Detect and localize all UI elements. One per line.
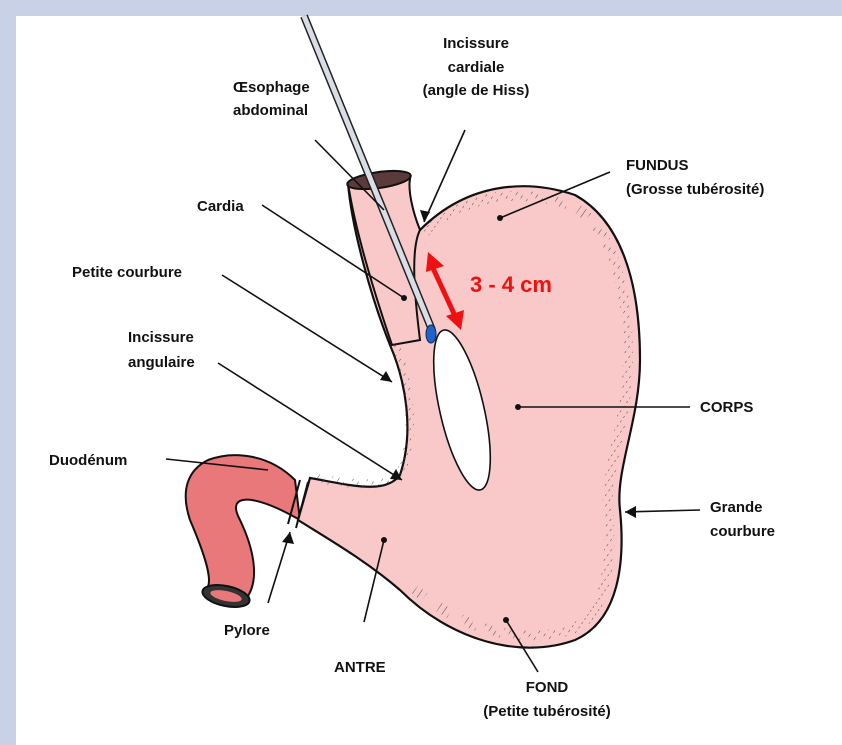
duodenum-shape — [186, 455, 300, 600]
label-grosse-tuberosite: (Grosse tubérosité) — [626, 181, 764, 198]
label-fundus: FUNDUS — [626, 157, 689, 174]
label-petite-courbure: Petite courbure — [72, 264, 182, 281]
probe-marker — [426, 325, 436, 343]
label-antre: ANTRE — [334, 659, 386, 676]
label-grande: Grande — [710, 499, 763, 516]
label-incissure-angulaire-1: Incissure — [128, 329, 194, 346]
label-incissure-cardiale-2: cardiale — [448, 59, 505, 76]
label-duodenum: Duodénum — [49, 452, 127, 469]
label-abdominal: abdominal — [233, 102, 308, 119]
label-incissure-cardiale-1: Incissure — [443, 35, 509, 52]
label-courbure: courbure — [710, 523, 775, 540]
label-fond: FOND — [526, 679, 569, 696]
measurement-label: 3 - 4 cm — [470, 272, 552, 297]
label-incissure-cardiale-3: (angle de Hiss) — [423, 82, 530, 99]
label-petite-tuberosite: (Petite tubérosité) — [483, 703, 611, 720]
label-incissure-angulaire-2: angulaire — [128, 354, 195, 371]
label-corps: CORPS — [700, 399, 753, 416]
lesser-curvature-hatch — [315, 345, 409, 484]
label-pylore: Pylore — [224, 622, 270, 639]
label-oesophage: Œsophage — [233, 79, 310, 96]
label-cardia: Cardia — [197, 198, 244, 215]
